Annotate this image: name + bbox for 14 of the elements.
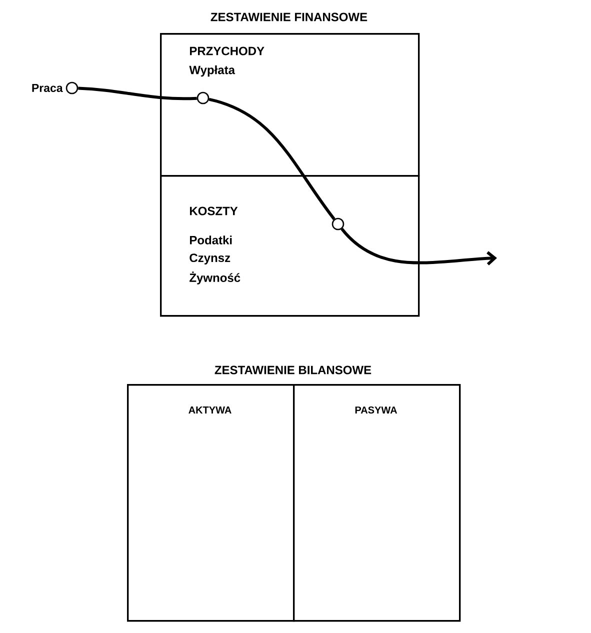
circle-marker	[332, 218, 344, 230]
circle-marker	[196, 92, 210, 104]
section-heading: PASYWA	[355, 406, 398, 414]
statement-title: Wypłata	[189, 65, 236, 77]
section-heading: AKTYWA	[188, 406, 232, 414]
statement-title: Czynsz	[190, 254, 230, 264]
node-label: Praca	[32, 84, 63, 92]
statement-title: Podatki	[190, 236, 232, 244]
statement-title: KOSZTY	[190, 206, 238, 216]
statement-title: Żywność	[190, 272, 240, 284]
statement-title: PRZYCHODY	[190, 46, 264, 56]
statement-title: ZESTAWIENIE FINANSOWE	[210, 12, 368, 22]
statement-title: ZESTAWIENIE BILANSOWE	[214, 366, 372, 374]
curved-arrow	[340, 228, 497, 266]
